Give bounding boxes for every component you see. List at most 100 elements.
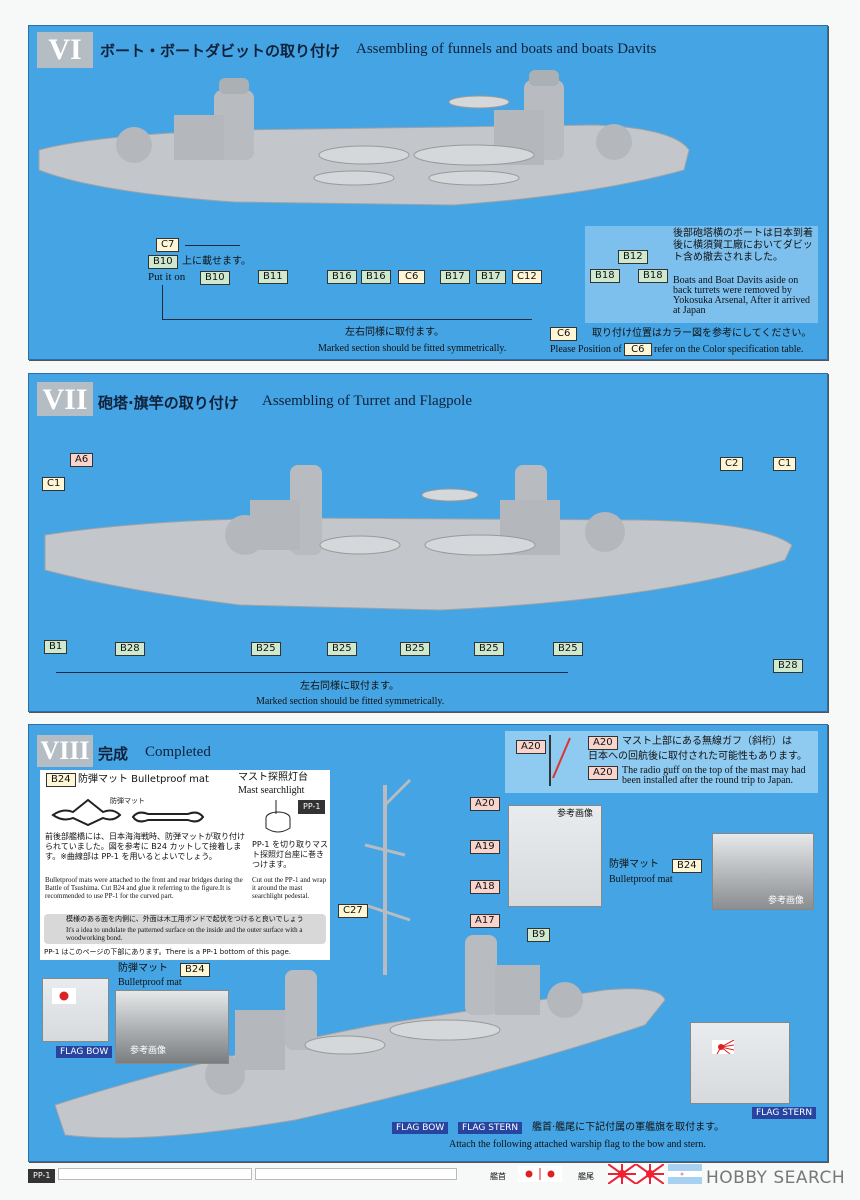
pp1-location-note: PP-1 はこのページの下部にあります。There is a PP-1 bott… — [44, 948, 291, 956]
c6-note-en: Please Position of C6 refer on the Color… — [550, 343, 804, 356]
reference-photo-forebridge — [115, 990, 229, 1064]
searchlight-note-jp: PP-1 を切り取りマスト探照灯台座に巻きつけます。 — [252, 840, 328, 869]
part-label-b11: B11 — [258, 270, 288, 284]
argentine-flags-icon — [668, 1164, 702, 1184]
ship-illustration — [38, 70, 690, 206]
flag-bow-label: FLAG BOW — [392, 1122, 449, 1134]
part-label-c6: C6 — [550, 327, 578, 341]
reference-photo-bridge — [712, 833, 814, 910]
pp1-strip — [58, 1168, 252, 1180]
part-label-c27: C27 — [338, 904, 368, 918]
c6-note-jp: 取り付け位置はカラー図を参考にしてください。 — [592, 328, 812, 339]
step-title-en: Completed — [145, 744, 211, 760]
reference-photo-label: 参考画像 — [557, 809, 594, 819]
part-label-a20: A20 — [516, 740, 546, 754]
reference-photo-label: 参考画像 — [768, 896, 805, 906]
mat-diagram-label: 防弾マット — [110, 797, 145, 805]
tip-box — [44, 914, 326, 944]
part-label-a19: A19 — [470, 840, 500, 854]
removed-note-en: Boats and Boat Davits aside on back turr… — [673, 275, 811, 316]
searchlight-note-en: Cut out the PP-1 and wrap it around the … — [252, 876, 327, 900]
a20-note-jp-1: マスト上部にある無線ガフ（斜桁）は — [622, 736, 792, 747]
step-number: VI — [37, 32, 93, 68]
a20-note-en: The radio guff on the top of the mast ma… — [622, 765, 806, 786]
symmetry-note-jp: 左右同様に取付ます。 — [300, 681, 399, 692]
step-number: VII — [37, 382, 93, 416]
part-label-a20: A20 — [470, 797, 500, 811]
mat-callout-en: Bulletproof mat — [118, 977, 182, 988]
reference-photo-label: 参考画像 — [130, 1046, 167, 1056]
a20-note — [505, 731, 818, 793]
mat-diagram — [51, 798, 205, 827]
part-label-b1: B1 — [44, 640, 68, 654]
rising-sun-flags-icon — [608, 1164, 664, 1184]
part-label-a20: A20 — [588, 766, 618, 780]
searchlight-jp: マスト探照灯台 — [238, 772, 308, 783]
part-label-b25: B25 — [400, 642, 430, 656]
removed-note-jp: 後部砲塔横のボートは日本到着後に横須賀工廠においてダビット含め撤去されました。 — [673, 228, 813, 263]
part-label-c6: C6 — [624, 343, 652, 356]
flag-bow-label: FLAG BOW — [56, 1046, 113, 1058]
part-label-b25: B25 — [553, 642, 583, 656]
mat-callout-en: Bulletproof mat — [609, 874, 673, 885]
part-label-b28: B28 — [115, 642, 145, 656]
searchlight-diagram — [265, 800, 291, 833]
part-label-b17: B17 — [440, 270, 470, 284]
part-label-b10: B10 — [200, 271, 230, 285]
put-on-en: Put it on — [148, 271, 186, 283]
part-label-b28: B28 — [773, 659, 803, 673]
part-label-b16: B16 — [327, 270, 357, 284]
part-label-b24: B24 — [672, 859, 702, 873]
pp1-label: PP-1 — [298, 800, 326, 814]
part-label-a18: A18 — [470, 880, 500, 894]
step-title-en: Assembling of funnels and boats and boat… — [356, 41, 657, 57]
symmetry-note-en: Marked section should be fitted symmetri… — [318, 343, 507, 354]
flag-note-en: Attach the following attached warship fl… — [449, 1139, 706, 1150]
mat-callout-jp: 防弾マット — [609, 859, 659, 870]
part-label-a20: A20 — [588, 736, 618, 750]
put-on-jp: 上に載せます。 — [182, 256, 251, 267]
part-label-b24: B24 — [46, 773, 76, 787]
part-label-b25: B25 — [474, 642, 504, 656]
part-label-b10: B10 — [148, 255, 178, 269]
symmetry-note-en: Marked section should be fitted symmetri… — [256, 696, 445, 707]
flag-stern-label: FLAG STERN — [752, 1107, 817, 1119]
removed-boats-note — [585, 226, 818, 323]
mat-note-en: Bulletproof mats were attached to the fr… — [45, 876, 243, 900]
pp1-strip — [255, 1168, 457, 1180]
step-title-jp: ボート・ボートダビットの取り付け — [100, 42, 341, 60]
searchlight-en: Mast searchlight — [238, 785, 305, 796]
bow-flags-icon — [518, 1166, 562, 1182]
pp1-footer-label: PP-1 — [28, 1169, 56, 1183]
flag-note-jp: 艦首·艦尾に下記付属の軍艦旗を取付ます。 — [532, 1122, 725, 1133]
rising-sun-flag-icon — [712, 1040, 734, 1054]
leader-line — [185, 245, 240, 246]
part-label-c12: C12 — [512, 270, 542, 284]
step-title-jp: 完成 — [98, 745, 129, 763]
reference-photo-mast — [508, 805, 602, 907]
mat-title: 防弾マット Bulletproof mat — [78, 774, 209, 785]
stern-flags-label: 艦尾 — [578, 1172, 594, 1181]
ship-illustration — [44, 465, 793, 611]
part-label-b9: B9 — [527, 928, 551, 942]
part-label-c7: C7 — [156, 238, 180, 252]
symmetry-line — [56, 672, 568, 673]
stern-flag-photo — [690, 1022, 790, 1104]
a20-note-jp-2: 日本への回航後に取付された可能性もあります。 — [588, 751, 807, 762]
part-label-b18: B18 — [590, 269, 620, 283]
c6-note-en-b: refer on the Color specification table. — [654, 344, 804, 355]
part-label-c1: C1 — [773, 457, 797, 471]
part-label-b12: B12 — [618, 250, 648, 264]
step-title-en: Assembling of Turret and Flagpole — [262, 393, 472, 409]
flag-stern-label: FLAG STERN — [458, 1122, 523, 1134]
part-label-a17: A17 — [470, 914, 500, 928]
part-label-c2: C2 — [720, 457, 744, 471]
ship-completed-illustration — [54, 778, 666, 1139]
part-label-b17: B17 — [476, 270, 506, 284]
symmetry-line — [162, 319, 532, 320]
part-label-b16: B16 — [361, 270, 391, 284]
part-label-b18: B18 — [638, 269, 668, 283]
mat-note-jp: 前後部艦橋には、日本海海戦時、防弾マットが取り付けられていました。図を参考に B… — [45, 832, 245, 861]
hobby-search-logo: HOBBY SEARCH — [706, 1168, 846, 1188]
